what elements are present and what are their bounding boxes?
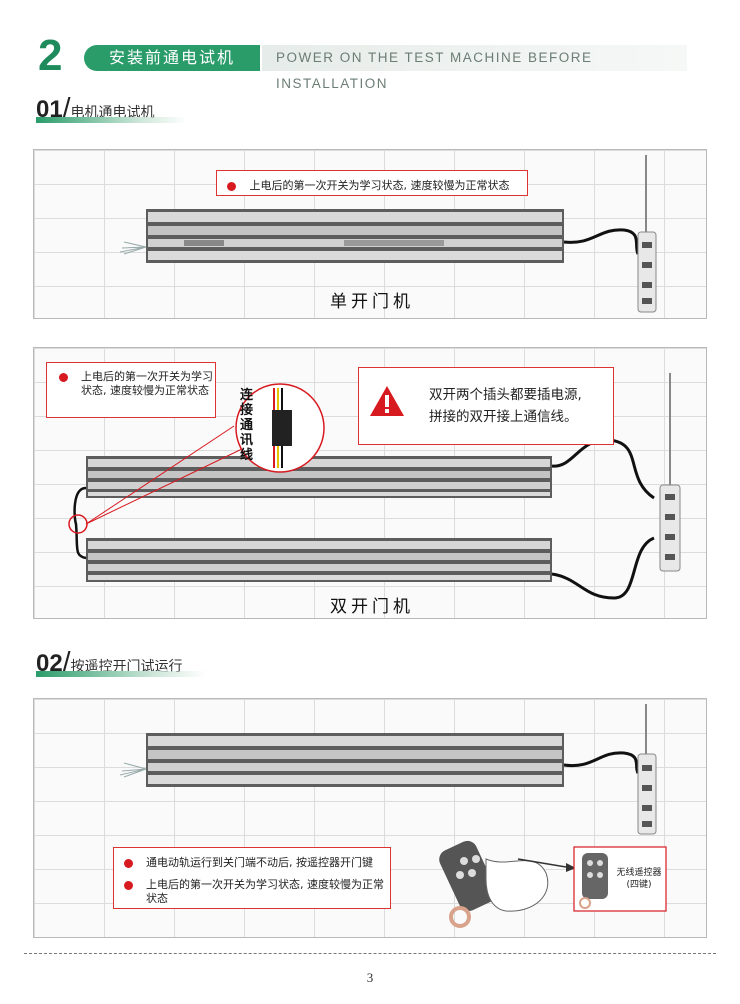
remote-notes: 通电动轨运行到关门端不动后, 按遥控器开门键 上电后的第一次开关为学习状态, 速… <box>113 847 391 909</box>
single-door-note-text: 上电后的第一次开关为学习状态, 速度较慢为正常状态 <box>249 179 510 192</box>
door-rail <box>146 733 564 787</box>
section-title-english: POWER ON THE TEST MACHINE BEFORE INSTALL… <box>262 45 687 91</box>
communication-cable <box>73 486 87 560</box>
connector-plug <box>272 410 292 446</box>
lower-power-cable <box>551 536 655 600</box>
remote-note-1-text: 通电动轨运行到关门端不动后, 按遥控器开门键 <box>146 856 373 869</box>
hand-holding-remote <box>439 840 549 928</box>
single-door-illustration <box>119 155 657 313</box>
connector-label: 连接通讯线 <box>240 388 254 463</box>
double-door-panel: 上电后的第一次开关为学习状态, 速度较慢为正常状态 连接通讯线 双开两个插头都要… <box>33 347 707 619</box>
upper-power-cable <box>551 438 655 500</box>
warning-icon <box>370 386 404 416</box>
remote-note-1: 通电动轨运行到关门端不动后, 按遥控器开门键 <box>124 856 384 870</box>
bullet-dot <box>227 181 236 191</box>
power-strip <box>659 373 681 572</box>
bullet-dot <box>124 859 133 868</box>
lower-rail <box>86 538 552 582</box>
remote-test-illustration <box>119 704 667 928</box>
connector-highlight-circle <box>68 514 88 534</box>
remote-test-panel: 通电动轨运行到关门端不动后, 按遥控器开门键 上电后的第一次开关为学习状态, 速… <box>33 698 707 938</box>
power-strip <box>637 155 657 313</box>
single-door-caption: 单开门机 <box>330 292 414 312</box>
double-door-illustration <box>68 373 681 600</box>
footer-divider <box>24 953 716 954</box>
power-strip <box>637 704 657 835</box>
step-2-slash: / <box>62 646 71 677</box>
power-cable <box>563 228 640 255</box>
remote-control-icon <box>582 853 608 899</box>
step-2-underline <box>36 671 206 677</box>
double-door-note-text: 上电后的第一次开关为学习状态, 速度较慢为正常状态 <box>81 370 213 397</box>
remote-label-line-2: (四键) <box>626 880 652 890</box>
single-door-note: 上电后的第一次开关为学习状态, 速度较慢为正常状态 <box>216 170 528 196</box>
section-number: 2 <box>38 31 63 80</box>
step-1-slash: / <box>62 92 71 123</box>
remote-note-2-text: 上电后的第一次开关为学习状态, 速度较慢为正常状态 <box>146 878 384 905</box>
arrow-head <box>566 863 576 872</box>
double-door-caption: 双开门机 <box>330 597 414 617</box>
page-number: 3 <box>366 970 374 985</box>
power-cable <box>563 751 640 774</box>
step-1-underline <box>36 117 186 123</box>
single-door-rail <box>146 209 564 263</box>
warning-line-1: 双开两个插头都要插电源, <box>429 387 582 403</box>
bullet-dot <box>59 373 68 382</box>
remote-label: 无线遥控器 (四键) <box>612 867 666 891</box>
arrow-line <box>517 858 567 868</box>
section-title: 安装前通电试机 <box>84 45 260 71</box>
warning-line-2: 拼接的双开接上通信线。 <box>429 409 578 425</box>
single-door-wires <box>119 241 147 255</box>
remote-label-line-1: 无线遥控器 <box>616 868 662 878</box>
single-door-panel: 上电后的第一次开关为学习状态, 速度较慢为正常状态 单开门机 <box>33 149 707 319</box>
upper-rail <box>86 456 552 498</box>
double-door-note: 上电后的第一次开关为学习状态, 速度较慢为正常状态 <box>46 362 216 418</box>
remote-note-2: 上电后的第一次开关为学习状态, 速度较慢为正常状态 <box>124 878 384 906</box>
bullet-dot <box>124 881 133 890</box>
callout-line <box>85 425 235 525</box>
warning-text: 双开两个插头都要插电源, 拼接的双开接上通信线。 <box>429 384 582 428</box>
warning-box: 双开两个插头都要插电源, 拼接的双开接上通信线。 <box>358 367 614 445</box>
